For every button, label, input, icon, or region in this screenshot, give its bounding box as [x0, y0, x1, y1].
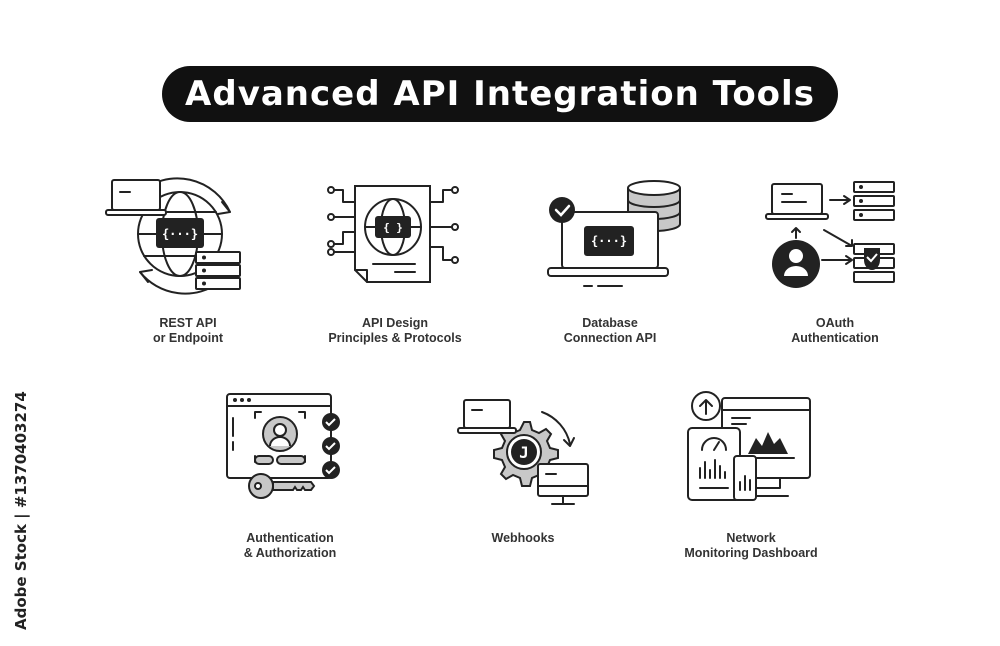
- caption-line: or Endpoint: [152, 331, 224, 345]
- rest-api-caption: REST API or Endpoint: [78, 316, 298, 346]
- page-title: Advanced API Integration Tools: [185, 74, 815, 114]
- caption-line: Database: [582, 316, 638, 330]
- code-glyph: { }: [383, 221, 403, 234]
- code-glyph: {···}: [162, 227, 198, 241]
- caption-line: REST API: [159, 316, 217, 330]
- oauth-icon: [760, 172, 920, 302]
- rest-api-icon: {···}: [100, 172, 260, 302]
- network-monitoring-icon: [676, 388, 836, 518]
- database-api-icon: {···}: [538, 172, 698, 302]
- code-glyph: {···}: [591, 234, 627, 248]
- stock-credit: Adobe Stock | #1370403274: [12, 391, 30, 630]
- caption-line: Authentication: [791, 331, 879, 345]
- database-api-caption: Database Connection API: [500, 316, 720, 346]
- auth-icon: [215, 390, 375, 520]
- title-banner: Advanced API Integration Tools: [162, 66, 838, 122]
- caption-line: Connection API: [563, 331, 657, 345]
- webhooks-icon: J: [446, 396, 606, 526]
- caption-line: Principles & Protocols: [328, 331, 462, 345]
- hook-glyph: J: [519, 443, 529, 462]
- caption-line: Monitoring Dashboard: [684, 546, 818, 560]
- webhooks-caption: Webhooks: [413, 531, 633, 546]
- caption-line: OAuth: [815, 316, 855, 330]
- auth-caption: Authentication & Authorization: [180, 531, 400, 561]
- caption-line: Authentication: [246, 531, 334, 545]
- oauth-caption: OAuth Authentication: [725, 316, 945, 346]
- caption-line: API Design: [362, 316, 428, 330]
- api-design-icon: { }: [315, 172, 475, 302]
- caption-line: & Authorization: [243, 546, 337, 560]
- caption-line: Webhooks: [491, 531, 555, 545]
- api-design-caption: API Design Principles & Protocols: [285, 316, 505, 346]
- network-monitoring-caption: Network Monitoring Dashboard: [641, 531, 861, 561]
- caption-line: Network: [726, 531, 776, 545]
